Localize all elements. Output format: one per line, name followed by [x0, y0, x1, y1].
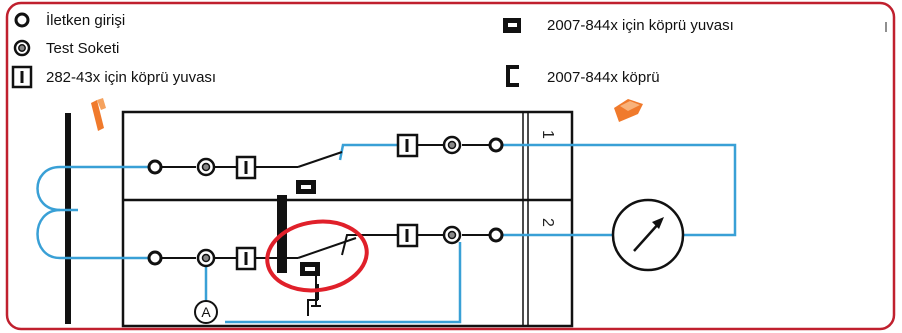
bridge-icon — [506, 65, 519, 87]
row-2-number: 2 — [539, 218, 556, 227]
test-socket-icon — [442, 225, 462, 245]
conductor-entries — [147, 137, 504, 266]
coil-loop-upper — [36, 165, 78, 212]
legend-test-socket: Test Soketi — [46, 40, 119, 57]
test-sockets — [196, 135, 462, 268]
bridge-slot-icon — [235, 246, 257, 271]
blue-wiring — [36, 143, 737, 324]
outer-frame — [5, 1, 896, 331]
bridge-slot-2007-lower — [300, 262, 320, 276]
busbar — [65, 113, 71, 324]
terminal-block — [121, 110, 574, 328]
conductor-entry-icon — [488, 137, 504, 153]
wire-row1-switch — [338, 143, 398, 161]
bridge-slot-icon — [11, 65, 33, 89]
wire-ammeter-return — [225, 242, 462, 324]
conductor-entry-icon — [488, 227, 504, 243]
legend-bridge-2007: 2007-844x köprü — [547, 69, 660, 86]
bridge-photo-right-icon — [614, 99, 643, 122]
bridge-photo-left-icon — [91, 98, 106, 131]
conductor-entry-icon — [147, 250, 163, 266]
black-wiring — [161, 144, 490, 316]
coil-loop-lower — [36, 208, 150, 260]
bridge-slot-2007-icon — [503, 18, 521, 33]
bridge-slot-icon — [396, 133, 419, 158]
test-socket-icon — [196, 157, 216, 177]
legend-bridge-slot-282: 282-43x için köprü yuvası — [46, 69, 216, 86]
legend-bridge-slot-2007: 2007-844x için köprü yuvası — [547, 17, 734, 34]
test-socket-icon — [196, 248, 216, 268]
conductor-entry-icon — [14, 12, 30, 28]
ammeter: A — [194, 300, 218, 324]
bridge-slots-282 — [235, 133, 419, 271]
row-1-number: 1 — [539, 130, 556, 139]
conductor-entry-icon — [147, 159, 163, 175]
meter-icon — [611, 198, 685, 272]
test-socket-icon — [13, 39, 31, 57]
highlight-circle — [265, 219, 369, 293]
wire-row1-output — [502, 143, 737, 237]
legend: İletken girişi Test Soketi 282-43x için … — [11, 11, 734, 89]
test-socket-icon — [442, 135, 462, 155]
bridge-slot-2007-upper — [296, 180, 316, 194]
legend-conductor-entry: İletken girişi — [46, 11, 125, 29]
ammeter-icon — [194, 300, 218, 324]
bridge-slot-icon — [235, 155, 257, 180]
bridge-slot-icon — [396, 223, 419, 248]
ammeter-label: A — [201, 304, 211, 320]
